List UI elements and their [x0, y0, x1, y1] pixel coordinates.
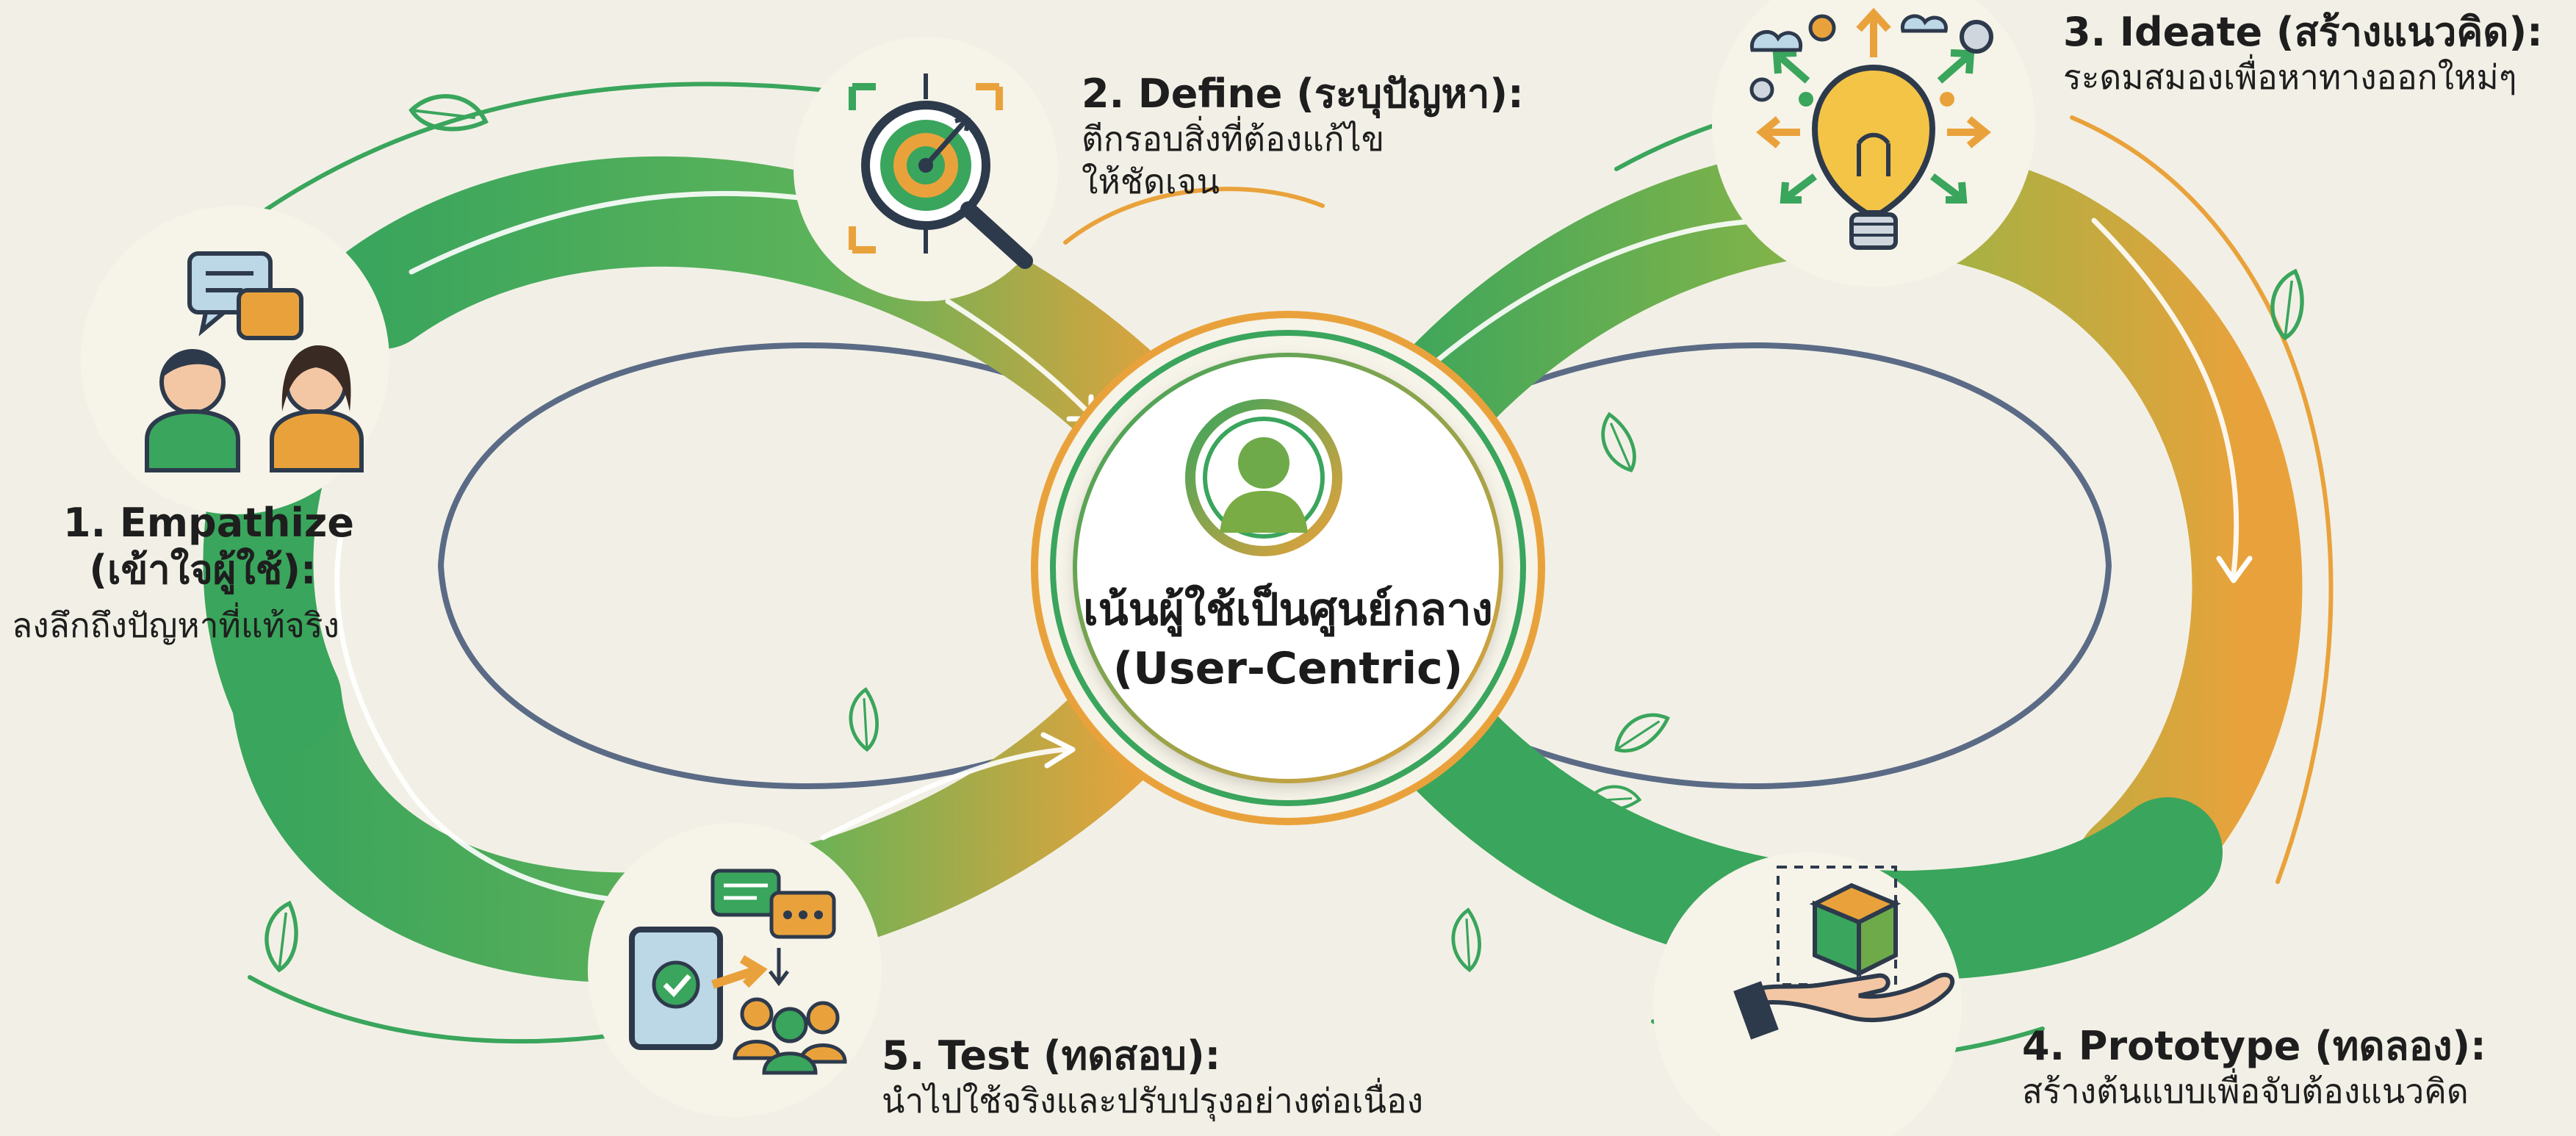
center-hub: [1031, 311, 1545, 825]
step-test: 5. Test (ทดสอบ): นำไปใช้จริงและปรับปรุงอ…: [882, 1032, 1423, 1122]
step-description-line2: ให้ชัดเจน: [1082, 162, 1220, 201]
hand-box-icon: [1733, 866, 1955, 1040]
two-people-chat-icon: [145, 251, 364, 472]
tablet-feedback-icon: [629, 869, 847, 1075]
step-title: 4. Prototype (ทดลอง):: [2022, 1023, 2486, 1069]
step-description: สร้างต้นแบบเพื่อจับต้องแนวคิด: [2022, 1071, 2469, 1111]
step-title-thai: (เข้าใจผู้ใช้):: [89, 547, 317, 593]
step-description: ลงลึกถึงปัญหาที่แท้จริง: [12, 605, 339, 645]
step-define: 2. Define (ระบุปัญหา): ตีกรอบสิ่งที่ต้อง…: [1082, 71, 1524, 203]
step-ideate: 3. Ideate (สร้างแนวคิด): ระดมสมองเพื่อหา…: [2063, 9, 2543, 98]
step-title: 1. Empathize: [63, 500, 354, 546]
step-empathize-desc: ลงลึกถึงปัญหาที่แท้จริง: [12, 604, 339, 647]
step-description: นำไปใช้จริงและปรับปรุงอย่างต่อเนื่อง: [882, 1081, 1424, 1121]
step-empathize: 1. Empathize (เข้าใจผู้ใช้):: [63, 500, 354, 594]
user-icon: [1185, 399, 1342, 556]
step-title: 3. Ideate (สร้างแนวคิด):: [2063, 9, 2543, 55]
target-magnifier-icon: [849, 73, 1033, 269]
step-title: 2. Define (ระบุปัญหา):: [1082, 71, 1524, 117]
step-description: ตีกรอบสิ่งที่ต้องแก้ไข: [1082, 119, 1385, 159]
center-label: เน้นผู้ใช้เป็นศูนย์กลาง (User-Centric): [1051, 580, 1525, 698]
center-label-thai: เน้นผู้ใช้เป็นศูนย์กลาง: [1083, 584, 1493, 636]
step-prototype: 4. Prototype (ทดลอง): สร้างต้นแบบเพื่อจั…: [2022, 1023, 2486, 1112]
step-title: 5. Test (ทดสอบ):: [882, 1032, 1221, 1079]
lightbulb-ideas-icon: [1749, 7, 1993, 250]
step-description: ระดมสมองเพื่อหาทางออกใหม่ๆ: [2063, 57, 2517, 97]
center-label-english: (User-Centric): [1112, 643, 1464, 694]
